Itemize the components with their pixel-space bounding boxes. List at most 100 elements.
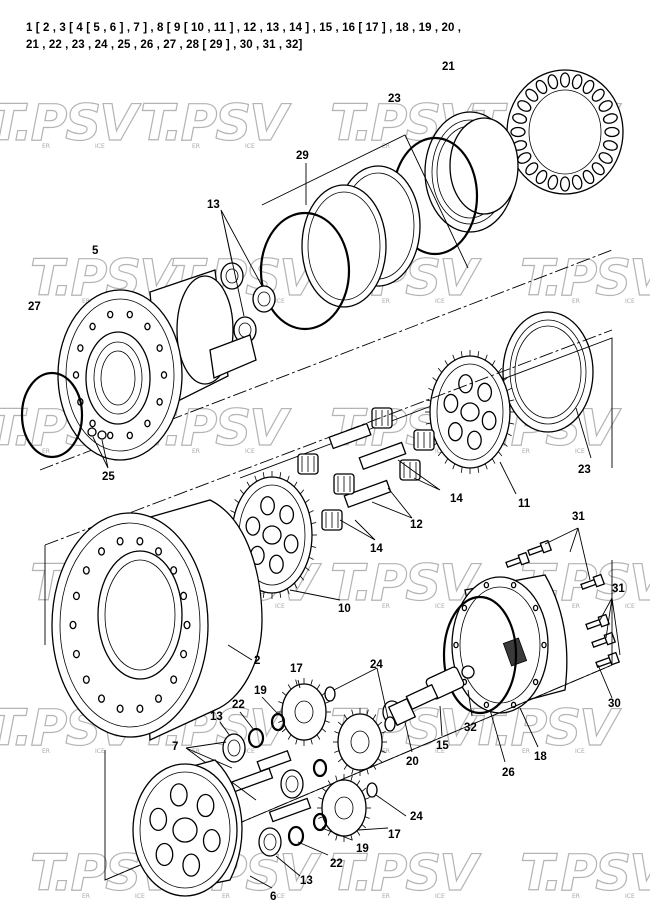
- gear-tooth: [327, 780, 332, 786]
- watermark-sub: ICE: [575, 448, 585, 455]
- callout-21: 21: [442, 61, 455, 73]
- gear-tooth: [506, 387, 512, 391]
- gear-tooth: [432, 377, 437, 382]
- callout-22-bottom: 22: [330, 858, 343, 870]
- carrier-hole: [447, 422, 463, 442]
- bearing-23-mid: [502, 311, 594, 433]
- callout-23-top: 23: [388, 93, 401, 105]
- roller-pin: [525, 162, 539, 176]
- callout-10: 10: [338, 603, 351, 615]
- roller-pin: [598, 100, 613, 112]
- watermark-sub: ICE: [95, 748, 105, 755]
- planet-shafts-12: [328, 422, 407, 508]
- carrier-6: [132, 759, 243, 897]
- carrier-11-holes: [443, 374, 497, 450]
- gear-tooth: [491, 360, 496, 366]
- gear-tooth: [286, 475, 290, 482]
- bearing-23-top: [424, 111, 519, 233]
- o-ring-27: [20, 371, 84, 459]
- gear-tooth: [460, 351, 463, 358]
- callout-14-right: 14: [450, 493, 463, 505]
- bolt-hole: [136, 704, 144, 713]
- leader-14a: [397, 459, 441, 491]
- leader-17b: [357, 827, 389, 831]
- gear-tooth: [299, 575, 305, 581]
- planet-gears-17: [281, 683, 383, 837]
- bolt-hole: [160, 371, 168, 379]
- bolt-hole: [170, 675, 178, 684]
- leader-19a: [261, 696, 279, 715]
- leader-12: [371, 487, 413, 519]
- carrier-hole: [269, 554, 284, 574]
- leader-14b: [339, 519, 376, 541]
- watermark-sub: ER: [572, 298, 580, 305]
- carrier-hole: [260, 496, 275, 516]
- gear-tooth: [318, 797, 324, 800]
- leader-32: [467, 689, 473, 717]
- bolt-hole: [144, 322, 151, 331]
- gear-tooth: [308, 556, 314, 560]
- roller-pin: [517, 100, 532, 112]
- watermark-sub: ICE: [95, 143, 105, 150]
- callout-19-top: 19: [254, 685, 267, 697]
- watermark-logo: T.PSV: [330, 554, 481, 612]
- callout-26: 26: [502, 767, 515, 779]
- bolt-head: [592, 573, 606, 588]
- gear-tooth: [437, 451, 443, 457]
- gear-tooth: [316, 734, 321, 740]
- gear-tooth: [343, 764, 348, 770]
- leader-23-mid: [575, 407, 592, 459]
- bolt-hole: [106, 431, 114, 440]
- gear-tooth: [484, 463, 488, 470]
- bolt-hole: [154, 694, 163, 703]
- gear-tooth: [491, 458, 496, 464]
- roller-pin: [602, 140, 618, 151]
- gear-tooth: [343, 714, 348, 720]
- roller-pin: [547, 74, 559, 90]
- watermark-sub: ER: [382, 748, 390, 755]
- gear-tooth: [334, 750, 340, 753]
- roller-pin: [582, 79, 595, 95]
- bolt-hole: [154, 547, 163, 556]
- watermark-sub: ER: [572, 603, 580, 610]
- gear-tooth: [364, 797, 370, 800]
- watermark-sub: ER: [42, 748, 50, 755]
- gear-tooth: [321, 787, 327, 792]
- gear-tooth: [318, 816, 324, 819]
- watermark-logo: T.PSV: [140, 94, 291, 152]
- callout-2: 2: [254, 655, 260, 667]
- carrier-hole: [169, 783, 188, 807]
- bolt-hole: [144, 419, 151, 428]
- bolt-hole: [106, 310, 114, 319]
- bolt-hole: [72, 371, 80, 379]
- callout-17-bottom: 17: [388, 829, 401, 841]
- watermark-sub: ER: [192, 143, 200, 150]
- gear-tooth: [366, 709, 369, 716]
- gear-tooth: [477, 466, 480, 473]
- bolt-hole: [156, 398, 163, 406]
- gear-tooth: [262, 591, 265, 598]
- bolts-31: [505, 539, 621, 668]
- carrier-hole: [149, 807, 168, 832]
- gear-tooth: [308, 510, 314, 514]
- carrier-hole: [245, 516, 261, 536]
- leader-2: [227, 644, 253, 661]
- bolt-head: [517, 551, 531, 566]
- roller-pin: [591, 162, 605, 176]
- leader-11: [499, 461, 517, 495]
- gear-tooth: [351, 768, 354, 775]
- watermark-sub: ER: [572, 893, 580, 900]
- bolt-hole: [72, 649, 80, 659]
- gear-tooth: [350, 775, 353, 782]
- gear-tooth: [350, 834, 353, 841]
- o-ring-29: [259, 211, 351, 331]
- gear-tooth: [239, 489, 245, 495]
- gear-tooth: [316, 684, 321, 690]
- gear-tooth: [254, 475, 258, 482]
- gear-tooth: [281, 691, 287, 696]
- callout-11: 11: [518, 498, 531, 510]
- roller-pin: [602, 113, 618, 124]
- pins-7: [230, 749, 312, 823]
- center-line-mid: [44, 329, 613, 546]
- gear-tooth: [484, 354, 488, 361]
